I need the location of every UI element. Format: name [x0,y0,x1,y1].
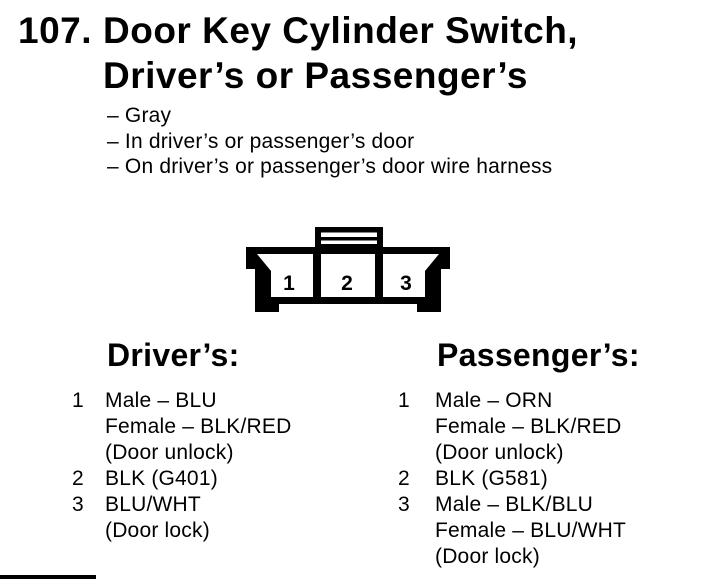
connector-tab-slot [321,240,377,244]
pin-line: (Door lock) [105,519,210,542]
section-title-text: Door Key Cylinder Switch, Driver’s or Pa… [103,8,578,98]
note-line: – Gray [107,104,172,127]
page-edge-artifact [0,575,96,579]
pin-line: BLU/WHT [105,493,201,516]
pin-cavity-3 [383,254,439,297]
pin-line: (Door unlock) [435,441,564,464]
pin-cavity-2 [321,254,375,297]
pin-item: 3 BLU/WHT (Door lock) [72,492,382,544]
title-line-2: Driver’s or Passenger’s [103,55,528,96]
pin-number: 3 [398,493,410,516]
pin-line: Female – BLK/RED [435,415,622,438]
connector-tab [315,227,383,248]
pin-3-label: 3 [400,272,412,295]
pin-cavity-1 [257,254,313,297]
pin-item: 1 Male – ORN Female – BLK/RED (Door unlock) [398,388,698,466]
pin-line: BLK (G401) [105,467,218,490]
driver-heading: Driver’s: [107,337,240,373]
driver-column: Driver’s: 1 Male – BLU Female – BLK/RED (Do… [72,336,382,544]
pin-number: 2 [72,467,84,490]
pin-number: 2 [398,467,410,490]
section-title: 107. Door Key Cylinder Switch, Driver’s … [18,8,578,98]
pin-lines: Male – BLU Female – BLK/RED (Door unlock) [105,388,382,466]
pin-item: 3 Male – BLK/BLU Female – BLU/WHT (Door loc… [398,492,698,570]
connector-tab-slot [321,232,377,237]
pin-line: (Door lock) [435,545,540,568]
pin-line: Male – BLU [105,389,217,412]
pin-item: 1 Male – BLU Female – BLK/RED (Door unlock) [72,388,382,466]
pin-lines: BLU/WHT (Door lock) [105,492,382,544]
connector-diagram: 1 2 3 [246,227,450,312]
pin-lines: BLK (G581) [435,466,698,492]
pin-item: 2 BLK (G401) [72,466,382,492]
pin-line: Male – BLK/BLU [435,493,594,516]
pin-lines: BLK (G401) [105,466,382,492]
pin-1-label: 1 [283,272,295,295]
note-line: – On driver’s or passenger’s door wire h… [107,155,553,178]
pin-lines: Male – ORN Female – BLK/RED (Door unlock) [435,388,698,466]
pin-line: Male – ORN [435,389,553,412]
pin-number: 1 [72,389,84,412]
pin-lines: Male – BLK/BLU Female – BLU/WHT (Door lock… [435,492,698,570]
passenger-column: Passenger’s: 1 Male – ORN Female – BLK/RED… [398,336,698,570]
pin-line: BLK (G581) [435,467,548,490]
notes-list: – Gray – In driver’s or passenger’s door… [107,103,552,180]
pin-line: Female – BLK/RED [105,415,292,438]
pin-item: 2 BLK (G581) [398,466,698,492]
pin-line: (Door unlock) [105,441,234,464]
pin-2-label: 2 [341,272,353,295]
note-line: – In driver’s or passenger’s door [107,129,415,153]
pin-number: 1 [398,389,410,412]
passenger-pin-list: 1 Male – ORN Female – BLK/RED (Door unlock)… [398,388,698,570]
section-number: 107. [18,10,93,51]
title-line-1: Door Key Cylinder Switch, [103,10,579,51]
pin-line: Female – BLU/WHT [435,519,627,542]
pin-number: 3 [72,493,84,516]
driver-pin-list: 1 Male – BLU Female – BLK/RED (Door unlock)… [72,388,382,544]
passenger-heading: Passenger’s: [437,337,640,373]
